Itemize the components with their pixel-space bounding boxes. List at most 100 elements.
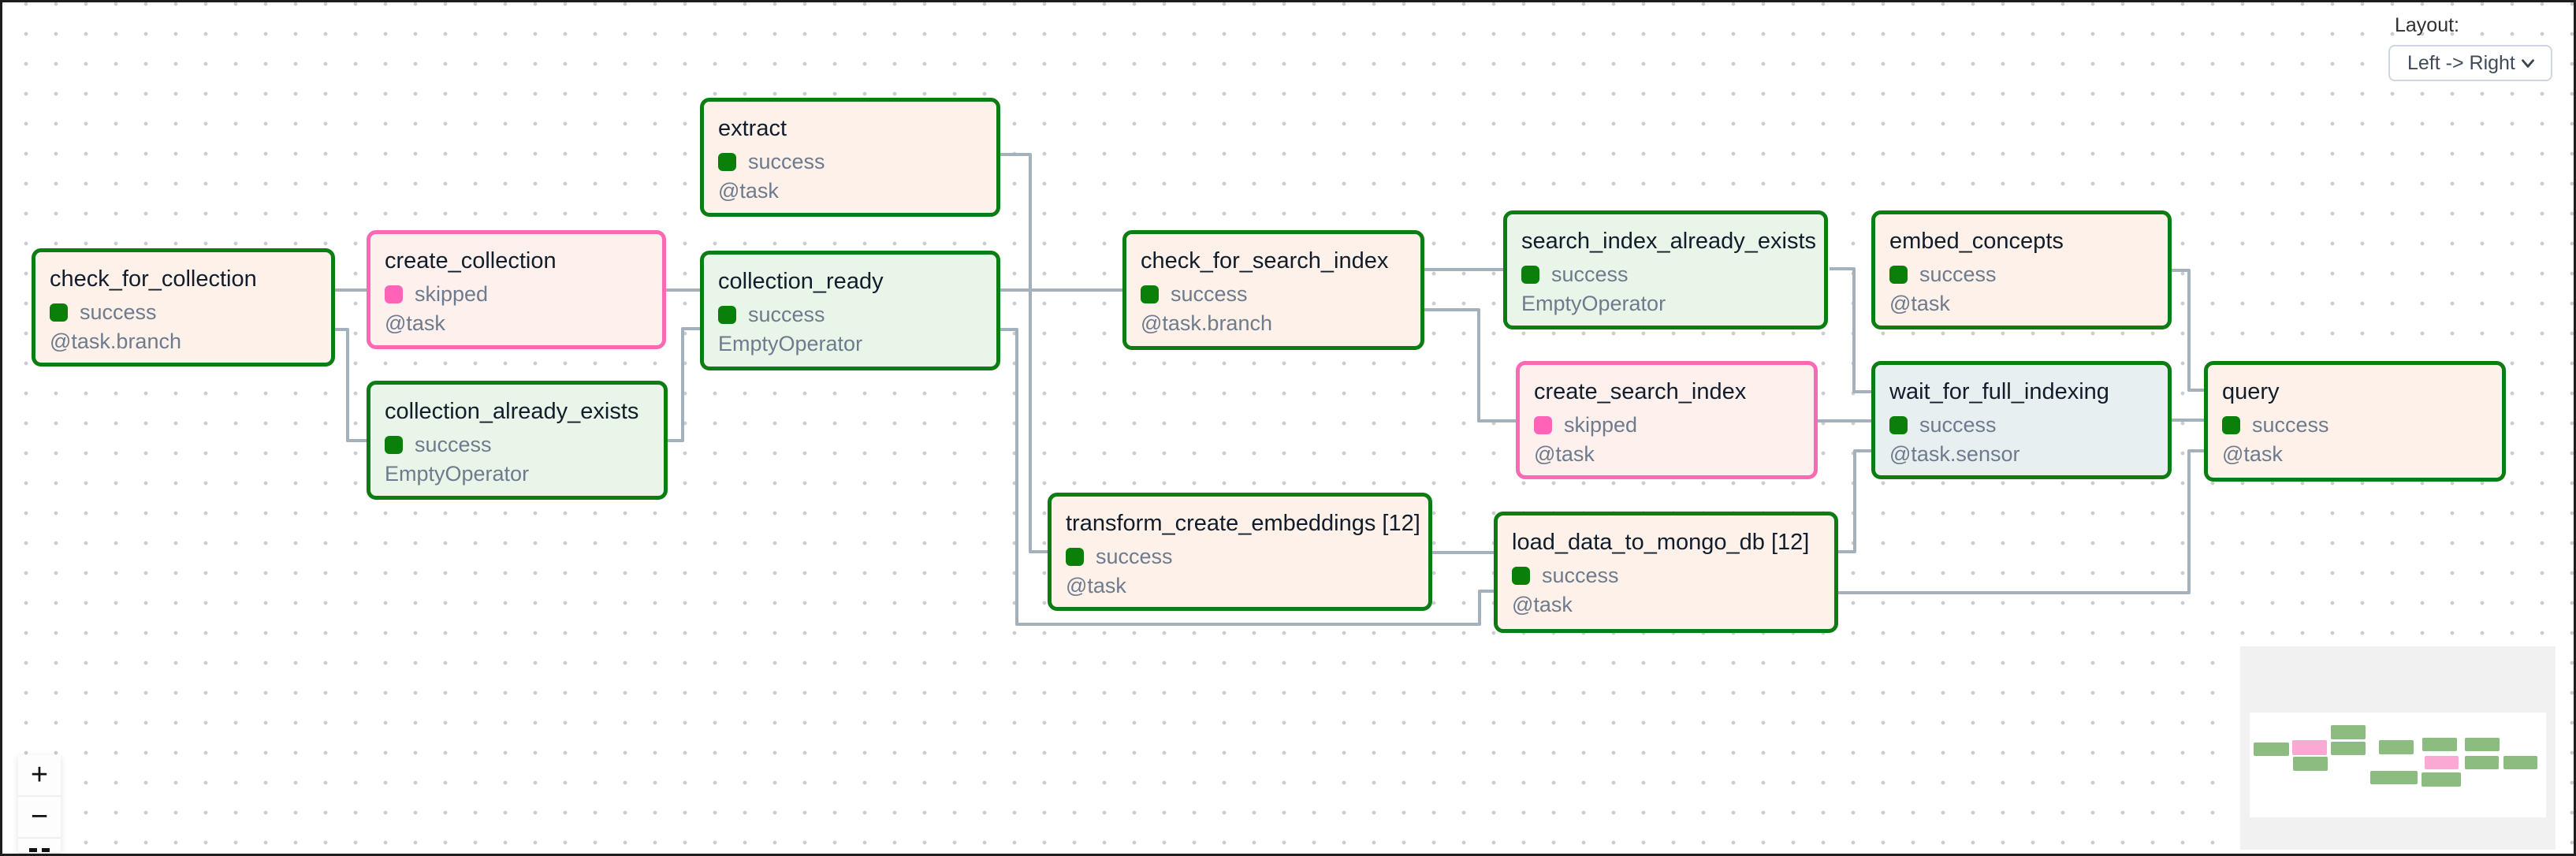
minimap-node-load_data_to_mongo_db bbox=[2422, 772, 2461, 787]
task-status-row: success bbox=[1141, 280, 1405, 308]
status-success-icon bbox=[50, 303, 68, 322]
minimap-node-transform_create_embeddings bbox=[2370, 771, 2418, 784]
operator-label: @task bbox=[1889, 292, 1950, 315]
status-success-icon bbox=[1141, 285, 1159, 303]
operator-label: @task bbox=[1534, 442, 1595, 466]
task-title: check_for_search_index bbox=[1141, 248, 1389, 274]
operator-label: @task bbox=[1512, 593, 1573, 616]
task-status-row: success bbox=[1889, 260, 2152, 288]
task-status-row: success bbox=[1521, 260, 1808, 288]
status-label: skipped bbox=[1564, 412, 1638, 437]
status-label: success bbox=[2252, 412, 2329, 437]
status-label: success bbox=[80, 300, 157, 324]
operator-label: @task bbox=[718, 179, 779, 203]
minimap-node-check_for_collection bbox=[2254, 742, 2289, 756]
task-status-row: success bbox=[2222, 411, 2486, 439]
operator-label: @task.sensor bbox=[1889, 442, 2020, 466]
layout-select-value: Left -> Right bbox=[2407, 51, 2515, 74]
status-success-icon bbox=[718, 152, 736, 171]
layout-select[interactable]: Left -> Right bbox=[2388, 45, 2552, 81]
operator-label: @task bbox=[2222, 442, 2283, 466]
task-status-row: success bbox=[718, 147, 981, 176]
minimap[interactable] bbox=[2240, 646, 2556, 850]
operator-label: EmptyOperator bbox=[718, 332, 863, 355]
status-label: success bbox=[748, 302, 825, 326]
operator-label: @task.branch bbox=[1141, 311, 1272, 335]
status-label: success bbox=[1551, 262, 1629, 286]
task-title: load_data_to_mongo_db [12] bbox=[1512, 530, 1810, 555]
edge-extract-to-transform_create_embeddings bbox=[1000, 153, 1048, 553]
status-success-icon bbox=[1066, 547, 1084, 566]
task-title: create_collection bbox=[385, 248, 557, 274]
task-status-row: success bbox=[718, 300, 981, 329]
status-success-icon bbox=[2222, 415, 2240, 434]
edge-search_index_already_exists-to-wait_for_full_indexing bbox=[1830, 267, 1871, 393]
status-success-icon bbox=[718, 305, 736, 324]
operator-label: @task.branch bbox=[50, 329, 181, 353]
task-title: wait_for_full_indexing bbox=[1889, 379, 2109, 404]
operator-label: EmptyOperator bbox=[385, 462, 530, 486]
task-node-load_data_to_mongo_db[interactable]: load_data_to_mongo_db [12] success @task bbox=[1494, 512, 1838, 633]
edge-load_data_to_mongo_db-to-wait_for_full_indexing bbox=[1838, 449, 1871, 553]
task-status-row: success bbox=[385, 430, 648, 459]
minimap-node-embed_concepts bbox=[2465, 738, 2500, 751]
status-label: success bbox=[415, 432, 492, 456]
minimap-node-wait_for_full_indexing bbox=[2465, 756, 2499, 769]
status-label: success bbox=[1919, 262, 1997, 286]
status-label: success bbox=[748, 149, 825, 173]
task-node-query[interactable]: query success @task bbox=[2204, 361, 2506, 482]
status-label: success bbox=[1919, 412, 1997, 437]
task-node-transform_create_embeddings[interactable]: transform_create_embeddings [12]success@… bbox=[1048, 493, 1432, 611]
task-title: query bbox=[2222, 379, 2280, 404]
task-status-row: skipped bbox=[1534, 411, 1798, 439]
task-title: transform_create_embeddings [12] bbox=[1066, 511, 1420, 536]
minimap-node-query bbox=[2503, 756, 2537, 769]
status-skipped-icon bbox=[385, 285, 403, 303]
edge-check_for_collection-to-collection_already_exists bbox=[335, 328, 367, 442]
chevron-down-icon bbox=[2518, 53, 2538, 73]
task-title: create_search_index bbox=[1534, 379, 1747, 404]
zoom-out-button[interactable]: − bbox=[18, 797, 61, 839]
fit-view-icon bbox=[29, 848, 50, 852]
status-success-icon bbox=[1521, 265, 1539, 284]
status-label: success bbox=[1542, 563, 1619, 587]
edge-load_data_to_mongo_db-to-query bbox=[1838, 449, 2204, 594]
edge-embed_concepts-to-query bbox=[2172, 269, 2204, 392]
task-title: collection_ready bbox=[718, 269, 884, 294]
operator-label: @task bbox=[1066, 574, 1126, 597]
minimap-node-create_search_index bbox=[2425, 756, 2459, 769]
layout-label: Layout: bbox=[2395, 14, 2460, 36]
task-title: check_for_collection bbox=[50, 266, 257, 292]
status-success-icon bbox=[1889, 265, 1908, 284]
minimap-node-check_for_search_index bbox=[2379, 740, 2414, 754]
edge-check_for_search_index-to-create_search_index bbox=[1424, 308, 1516, 422]
task-status-row: success bbox=[1512, 561, 1818, 590]
operator-label: @task bbox=[385, 311, 445, 335]
zoom-in-button[interactable]: + bbox=[18, 755, 61, 797]
status-success-icon bbox=[1889, 415, 1908, 434]
status-label: skipped bbox=[415, 281, 489, 306]
layout-panel: Layout: Left -> Right bbox=[2388, 14, 2552, 81]
fit-view-button[interactable] bbox=[18, 839, 61, 854]
task-title: search_index_already_exists bbox=[1521, 229, 1816, 254]
status-success-icon bbox=[1512, 566, 1530, 585]
minimap-node-create_collection bbox=[2292, 740, 2327, 755]
status-label: success bbox=[1171, 281, 1248, 306]
edge-collection_ready-to-load_data_to_mongo_db bbox=[1000, 328, 1494, 626]
status-success-icon bbox=[385, 435, 403, 454]
task-title: embed_concepts bbox=[1889, 229, 2064, 254]
minimap-node-search_index_already_exists bbox=[2422, 738, 2457, 751]
status-skipped-icon bbox=[1534, 415, 1552, 434]
task-status-row: success bbox=[50, 298, 315, 326]
